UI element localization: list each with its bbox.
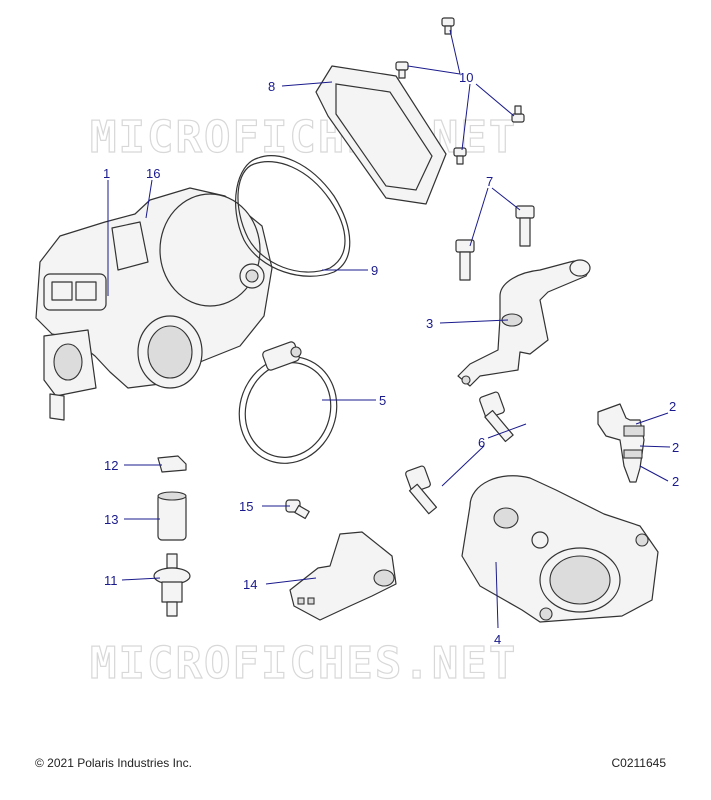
callout-15: 15 (239, 499, 253, 514)
fuel-injector-part (597, 403, 645, 483)
bolt-7a-part (455, 239, 475, 281)
gasket-ring-part (234, 155, 351, 277)
vent-fitting-part (457, 259, 591, 387)
hose-clamp-part (238, 341, 338, 464)
callout-10: 10 (459, 70, 473, 85)
callout-8: 8 (268, 79, 275, 94)
cover-plate-part (315, 65, 447, 205)
sleeve-part (157, 491, 187, 541)
bolt-6b-part (405, 465, 438, 515)
callout-13: 13 (104, 512, 118, 527)
fitting-part (153, 553, 191, 617)
callout-7: 7 (486, 174, 493, 189)
callout-6: 6 (478, 435, 485, 450)
callout-11: 11 (104, 573, 118, 588)
watermark-bottom: MICROFICHES.NET (90, 638, 517, 689)
callout-2-top: 2 (669, 399, 676, 414)
copyright-text: © 2021 Polaris Industries Inc. (35, 756, 192, 770)
callout-16: 16 (146, 166, 160, 181)
map-sensor-part (289, 531, 397, 621)
screw-10b-part (395, 61, 409, 79)
callout-5: 5 (379, 393, 386, 408)
callout-2-bottom: 2 (672, 474, 679, 489)
intake-adapter-part (461, 475, 659, 623)
screw-10c-part (511, 105, 525, 123)
bolt-6a-part (479, 391, 514, 443)
callout-2-middle: 2 (672, 440, 679, 455)
callout-3: 3 (426, 316, 433, 331)
watermark-top: MICROFICHES.NET (90, 112, 517, 163)
callout-1: 1 (103, 166, 110, 181)
callout-9: 9 (371, 263, 378, 278)
screw-10d-part (453, 147, 467, 165)
bolt-7b-part (515, 205, 535, 247)
drawing-number: C0211645 (611, 756, 667, 770)
leader-lines (107, 29, 671, 629)
callout-14: 14 (243, 577, 257, 592)
screw-10a-part (441, 17, 455, 35)
screw-15-part (285, 499, 310, 520)
small-clamp-part (157, 455, 187, 473)
callout-labels: 1 16 8 10 7 9 3 5 2 2 2 6 12 13 15 11 14… (103, 70, 679, 647)
callout-12: 12 (104, 458, 118, 473)
callout-4: 4 (494, 632, 501, 647)
throttle-body-part (35, 187, 273, 421)
